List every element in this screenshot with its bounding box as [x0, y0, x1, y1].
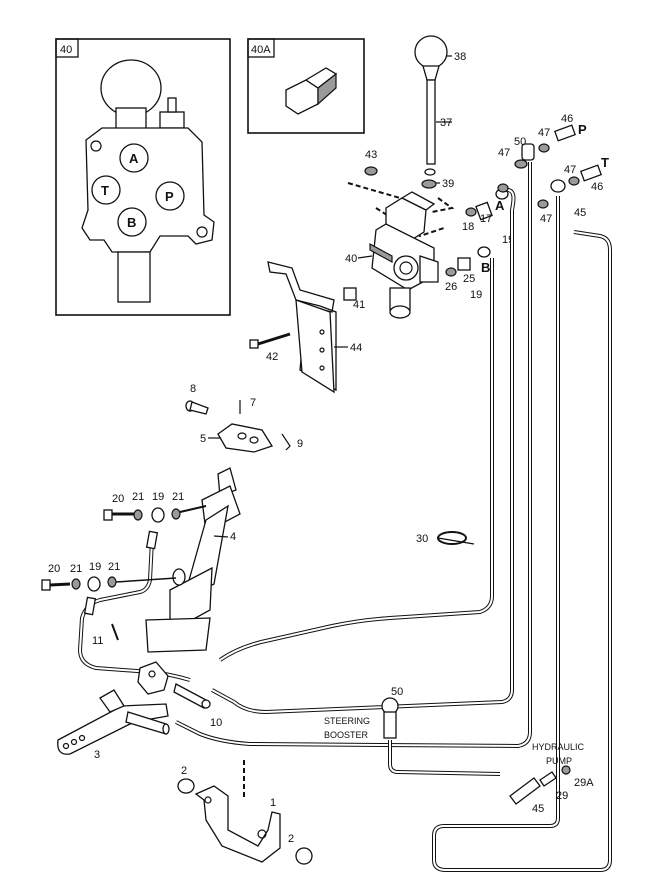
port-marker-t: T	[601, 155, 609, 170]
callout-20a: 20	[112, 493, 124, 505]
port-a-icon	[119, 143, 149, 173]
bolt-42-icon	[249, 332, 291, 349]
callout-17: 17	[480, 213, 492, 225]
callout-42: 42	[266, 351, 278, 363]
callout-47a: 47	[538, 127, 550, 139]
callout-50b: 50	[391, 686, 403, 698]
mount-bracket-1	[194, 785, 281, 863]
callout-21d: 21	[108, 561, 120, 573]
port-p-icon	[155, 181, 185, 211]
callout-43: 43	[365, 149, 377, 161]
inset-40a: 40A	[247, 38, 365, 134]
port-t-label: T	[101, 183, 109, 198]
valve-bracket	[267, 261, 357, 394]
bushing-2-top-icon	[177, 778, 195, 794]
callout-39: 39	[442, 178, 454, 190]
callout-7: 7	[250, 397, 256, 409]
callout-2b: 2	[288, 833, 294, 845]
callout-2a: 2	[181, 765, 187, 777]
callout-3: 3	[94, 749, 100, 761]
callout-44: 44	[350, 342, 362, 354]
callout-30: 30	[416, 533, 428, 545]
lever-arm-3	[57, 689, 170, 755]
callout-47d: 47	[540, 213, 552, 225]
port-b-label: B	[127, 215, 136, 230]
callout-26: 26	[445, 281, 457, 293]
washer-43-icon	[364, 166, 378, 176]
callout-4: 4	[230, 531, 236, 543]
callout-21b: 21	[172, 491, 184, 503]
callout-9: 9	[297, 438, 303, 450]
callout-11: 11	[92, 635, 103, 647]
callout-37: 37	[440, 117, 452, 129]
steering-booster-fitting	[381, 697, 399, 739]
rod-end-lower	[41, 576, 177, 616]
callout-45a: 45	[574, 207, 586, 219]
inset-40-label: 40	[60, 44, 72, 56]
pin-11-icon	[111, 623, 119, 641]
hydraulic-cylinder-4	[145, 467, 241, 653]
callout-20b: 20	[48, 563, 60, 575]
callout-47c: 47	[564, 164, 576, 176]
callout-21a: 21	[132, 491, 144, 503]
port-marker-p: P	[578, 122, 587, 137]
callout-41: 41	[353, 299, 365, 311]
callout-47b: 47	[498, 147, 510, 159]
callout-1: 1	[270, 797, 276, 809]
callout-5: 5	[200, 433, 206, 445]
callout-45b: 45	[532, 803, 544, 815]
inset-40: 40 A T P B	[55, 38, 231, 316]
callout-46a: 46	[561, 113, 573, 125]
port-marker-b: B	[481, 260, 490, 275]
callout-29: 29	[556, 790, 568, 802]
callout-10: 10	[210, 717, 222, 729]
pivot-bracket	[137, 661, 211, 709]
control-valve-40	[369, 191, 439, 319]
port-marker-a: A	[495, 198, 505, 213]
control-lever	[414, 35, 452, 189]
callout-21c: 21	[70, 563, 82, 575]
callout-40: 40	[345, 253, 357, 265]
hose-clip-30	[437, 531, 475, 545]
hydraulic-pump-line1: HYDRAULIC	[532, 742, 585, 752]
bracket-5	[217, 423, 273, 453]
callout-8: 8	[190, 383, 196, 395]
callout-38: 38	[454, 51, 466, 63]
hydraulic-pump-line2: PUMP	[546, 756, 572, 766]
callout-25: 25	[463, 273, 475, 285]
callout-19c: 19	[152, 491, 164, 503]
callout-46b: 46	[591, 181, 603, 193]
callout-50a: 50	[514, 136, 526, 148]
port-b-icon	[117, 207, 147, 237]
port-a-label: A	[129, 151, 139, 166]
rod-end-upper	[103, 505, 207, 550]
port-t-icon	[91, 175, 121, 205]
port-p-label: P	[165, 189, 174, 204]
bushing-2-bottom-icon	[295, 847, 313, 865]
steering-booster-line1: STEERING	[324, 716, 370, 726]
callout-18: 18	[462, 221, 474, 233]
callout-19d: 19	[89, 561, 101, 573]
pin-8-icon	[185, 400, 209, 415]
callout-19b: 19	[470, 289, 482, 301]
callout-29a: 29A	[574, 777, 594, 789]
inset-40a-label: 40A	[251, 44, 271, 56]
clip-9-icon	[281, 433, 291, 451]
pump-fittings	[509, 765, 571, 805]
steering-booster-line2: BOOSTER	[324, 730, 369, 740]
